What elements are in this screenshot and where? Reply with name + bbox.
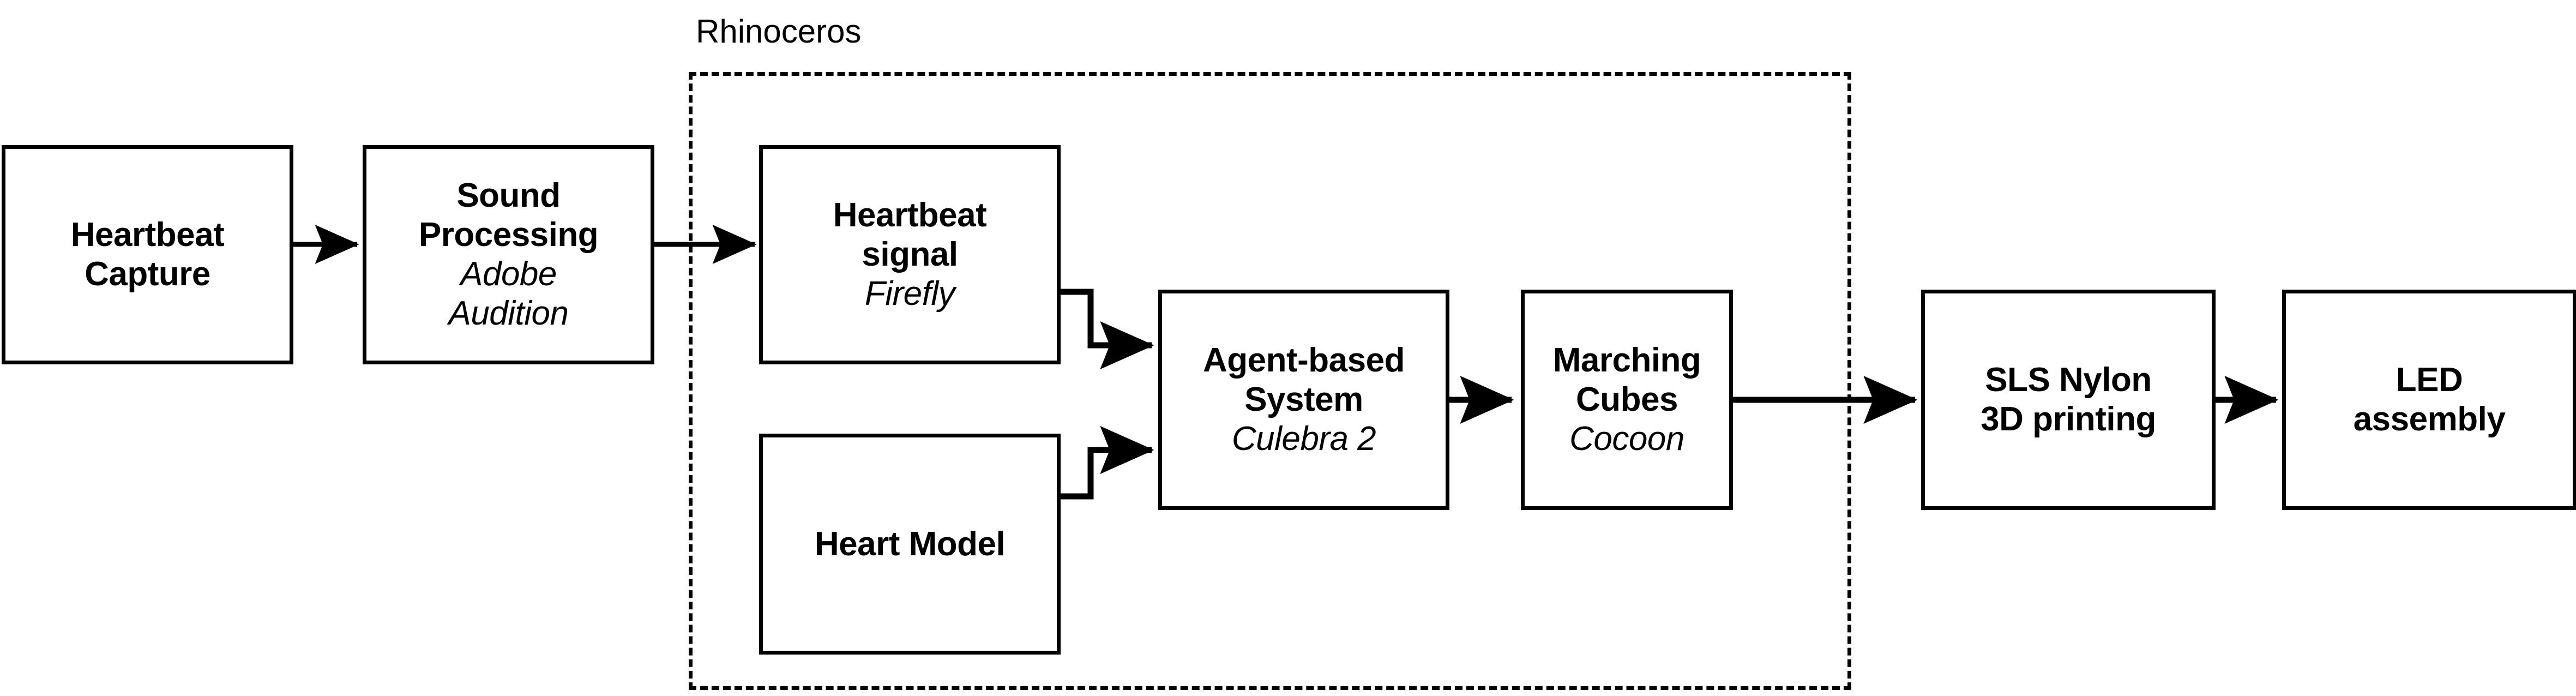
edge-signal-to-agent <box>1061 289 1154 369</box>
node-title: Heartbeat signal <box>833 196 987 274</box>
node-title: SLS Nylon 3D printing <box>1981 361 2156 438</box>
group-frame-rhinoceros <box>689 72 1851 690</box>
node-heartbeat-capture[interactable]: Heartbeat Capture <box>2 145 293 364</box>
node-marching-cubes[interactable]: Marching Cubes Cocoon <box>1521 290 1733 510</box>
node-title: Sound Processing <box>418 177 599 254</box>
node-title: LED assembly <box>2353 361 2506 438</box>
node-subtitle: Adobe Audition <box>448 255 569 332</box>
node-heartbeat-signal[interactable]: Heartbeat signal Firefly <box>759 145 1061 364</box>
node-title: Agent-based System <box>1203 341 1405 419</box>
node-sound-processing[interactable]: Sound Processing Adobe Audition <box>363 145 654 364</box>
node-title: Marching Cubes <box>1552 341 1701 419</box>
node-title: Heart Model <box>814 525 1006 563</box>
node-led-assembly[interactable]: LED assembly <box>2282 290 2576 510</box>
node-heart-model[interactable]: Heart Model <box>759 434 1061 655</box>
group-label-rhinoceros: Rhinoceros <box>696 13 862 50</box>
edge-model-to-agent <box>1061 426 1154 500</box>
node-subtitle: Culebra 2 <box>1231 419 1376 458</box>
node-subtitle: Firefly <box>864 274 955 313</box>
node-agent-based-system[interactable]: Agent-based System Culebra 2 <box>1158 290 1449 510</box>
node-sls-nylon-3d-printing[interactable]: SLS Nylon 3D printing <box>1921 290 2216 510</box>
node-subtitle: Cocoon <box>1569 419 1684 458</box>
node-title: Heartbeat Capture <box>70 216 225 293</box>
